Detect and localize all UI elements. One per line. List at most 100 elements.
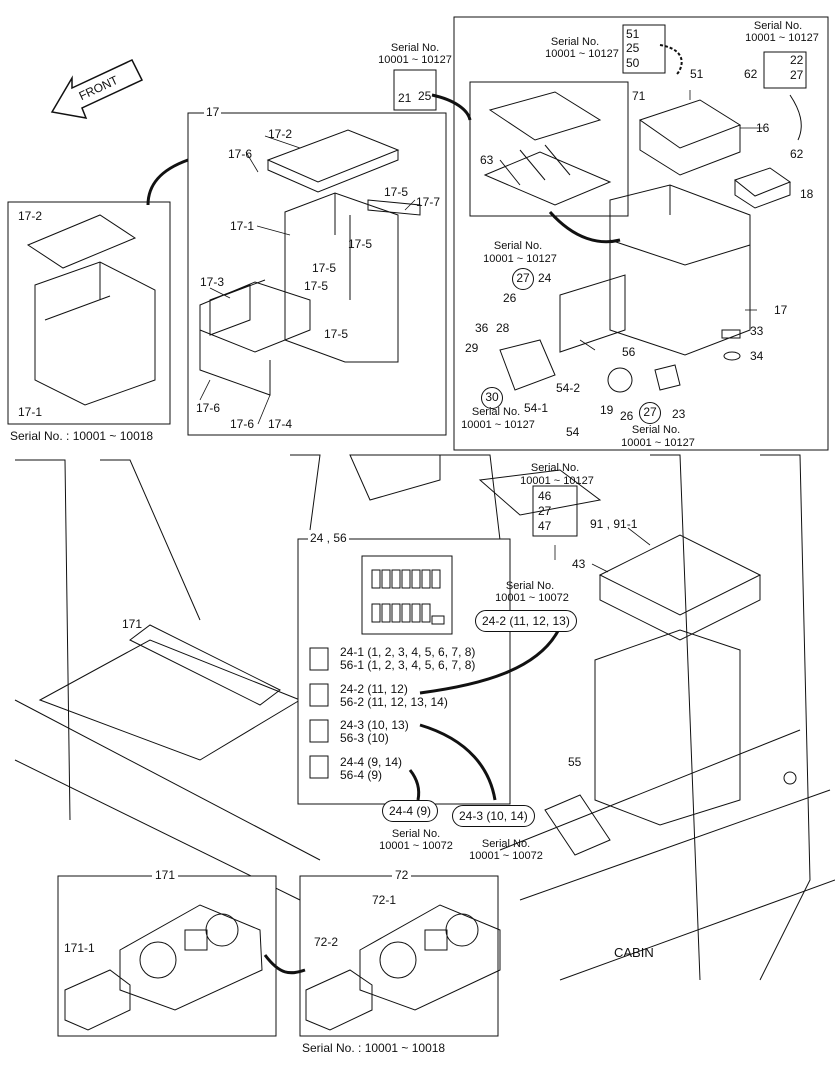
serial-range-a: 10001 ~ 10127 — [378, 54, 452, 66]
part-17-5-b: 17-5 — [348, 237, 373, 251]
serial-range-d: 10001 ~ 10127 — [483, 253, 557, 265]
serial-range-j: 10001 ~ 10072 — [469, 850, 543, 862]
part-33: 33 — [750, 324, 764, 338]
fuse-row-1a: 24-1 (1, 2, 3, 4, 5, 6, 7, 8) — [340, 645, 476, 659]
part-47: 47 — [538, 519, 552, 533]
part-17-2: 17-2 — [268, 127, 293, 141]
part-30-circled: 30 — [481, 387, 503, 409]
inset-63-drawing — [483, 91, 612, 206]
serial-label-c: Serial No. — [753, 20, 803, 32]
part-27-circled-a: 27 — [512, 268, 534, 290]
serial-range-h: 10001 ~ 10072 — [495, 592, 569, 604]
fuse-slots — [371, 569, 445, 625]
part-26-b: 26 — [620, 409, 634, 423]
fuse-row-2a: 24-2 (11, 12) — [340, 682, 408, 696]
serial-label-d: Serial No. — [493, 240, 543, 252]
serial-label-g: Serial No. — [530, 462, 580, 474]
box-72-title: 72 — [392, 869, 412, 882]
part-36: 36 — [475, 321, 489, 335]
old-part-17-2: 17-2 — [18, 209, 43, 223]
fuse-row-4a: 24-4 (9, 14) — [340, 755, 403, 769]
serial-label-e: Serial No. — [471, 406, 521, 418]
part-34: 34 — [750, 349, 764, 363]
part-22: 22 — [790, 53, 804, 67]
part-27-a: 27 — [790, 68, 804, 82]
fusebox-block — [361, 555, 453, 635]
serial-label-j: Serial No. — [481, 838, 531, 850]
serial-10018-a: Serial No. : 10001 ~ 10018 — [10, 429, 154, 443]
serial-range-g: 10001 ~ 10127 — [520, 475, 594, 487]
old-stand-drawing — [26, 214, 156, 406]
part-54: 54 — [566, 425, 580, 439]
part-63: 63 — [480, 153, 494, 167]
part-23: 23 — [672, 407, 686, 421]
serial-range-i: 10001 ~ 10072 — [379, 840, 453, 852]
part-54-1: 54-1 — [524, 401, 549, 415]
part-46: 46 — [538, 489, 552, 503]
part-17-7: 17-7 — [416, 195, 441, 209]
part-17-3: 17-3 — [200, 275, 225, 289]
fuse-icons — [309, 647, 329, 779]
serial-range-b: 10001 ~ 10127 — [545, 48, 619, 60]
top-right-frame — [453, 16, 829, 451]
part-50: 50 — [626, 56, 640, 70]
cabin-caption: CABIN — [614, 945, 654, 960]
part-17-6-b: 17-6 — [196, 401, 221, 415]
cabin-drawing — [14, 454, 835, 981]
serial-range-e: 10001 ~ 10127 — [461, 419, 535, 431]
part-25-b: 25 — [626, 41, 640, 55]
part-28: 28 — [496, 321, 510, 335]
part-18: 18 — [800, 187, 814, 201]
part-17-4: 17-4 — [268, 417, 293, 431]
part-26-a: 26 — [503, 291, 517, 305]
part-72-2: 72-2 — [314, 935, 339, 949]
serial-range-f: 10001 ~ 10127 — [621, 437, 695, 449]
part-24: 24 — [538, 271, 552, 285]
part-62-a: 62 — [744, 67, 758, 81]
box-46-27-47 — [532, 485, 578, 537]
box-old-frame — [7, 201, 171, 425]
part-16: 16 — [756, 121, 770, 135]
part-19: 19 — [600, 403, 614, 417]
callout-24-3: 24-3 (10, 14) — [452, 805, 535, 827]
callout-24-2: 24-2 (11, 12, 13) — [475, 610, 577, 632]
part-29: 29 — [465, 341, 479, 355]
stand-drawing — [199, 129, 421, 396]
serial-10018-b: Serial No. : 10001 ~ 10018 — [302, 1041, 446, 1055]
box-17-frame — [187, 112, 447, 436]
serial-label-h: Serial No. — [505, 580, 555, 592]
fusebox-title: 24 , 56 — [308, 531, 349, 545]
part-21: 21 — [398, 91, 412, 105]
box-21-25 — [393, 69, 437, 111]
fuse-row-3b: 56-3 (10) — [340, 731, 389, 745]
part-17-right: 17 — [774, 303, 788, 317]
front-arrow-icon — [50, 59, 144, 119]
fuse-row-1b: 56-1 (1, 2, 3, 4, 5, 6, 7, 8) — [340, 658, 476, 672]
part-62-b: 62 — [790, 147, 804, 161]
meter-72-drawing — [305, 904, 501, 1031]
part-17-5-d: 17-5 — [304, 279, 329, 293]
box-72-frame — [299, 875, 499, 1037]
box-51-25-50 — [622, 24, 666, 74]
part-72-1: 72-1 — [372, 893, 397, 907]
part-17-6-a: 17-6 — [228, 147, 253, 161]
callout-24-4: 24-4 (9) — [382, 800, 439, 822]
controller-assembly-drawing — [499, 99, 792, 393]
serial-label-b: Serial No. — [550, 36, 600, 48]
part-27-c: 27 — [538, 504, 552, 518]
box-17-title: 17 — [204, 105, 222, 119]
part-56: 56 — [622, 345, 636, 359]
fusebox-frame — [297, 538, 511, 805]
part-51-a: 51 — [626, 27, 640, 41]
part-25: 25 — [418, 89, 432, 103]
serial-label-i: Serial No. — [391, 828, 441, 840]
part-91: 91 , 91-1 — [590, 517, 638, 531]
inset-63-frame — [469, 81, 629, 217]
part-17-6-c: 17-6 — [230, 417, 255, 431]
part-17-5-a: 17-5 — [384, 185, 409, 199]
fuse-row-4b: 56-4 (9) — [340, 768, 383, 782]
part-71: 71 — [632, 89, 646, 103]
part-54-2: 54-2 — [556, 381, 581, 395]
part-27-circled-b: 27 — [639, 402, 661, 424]
